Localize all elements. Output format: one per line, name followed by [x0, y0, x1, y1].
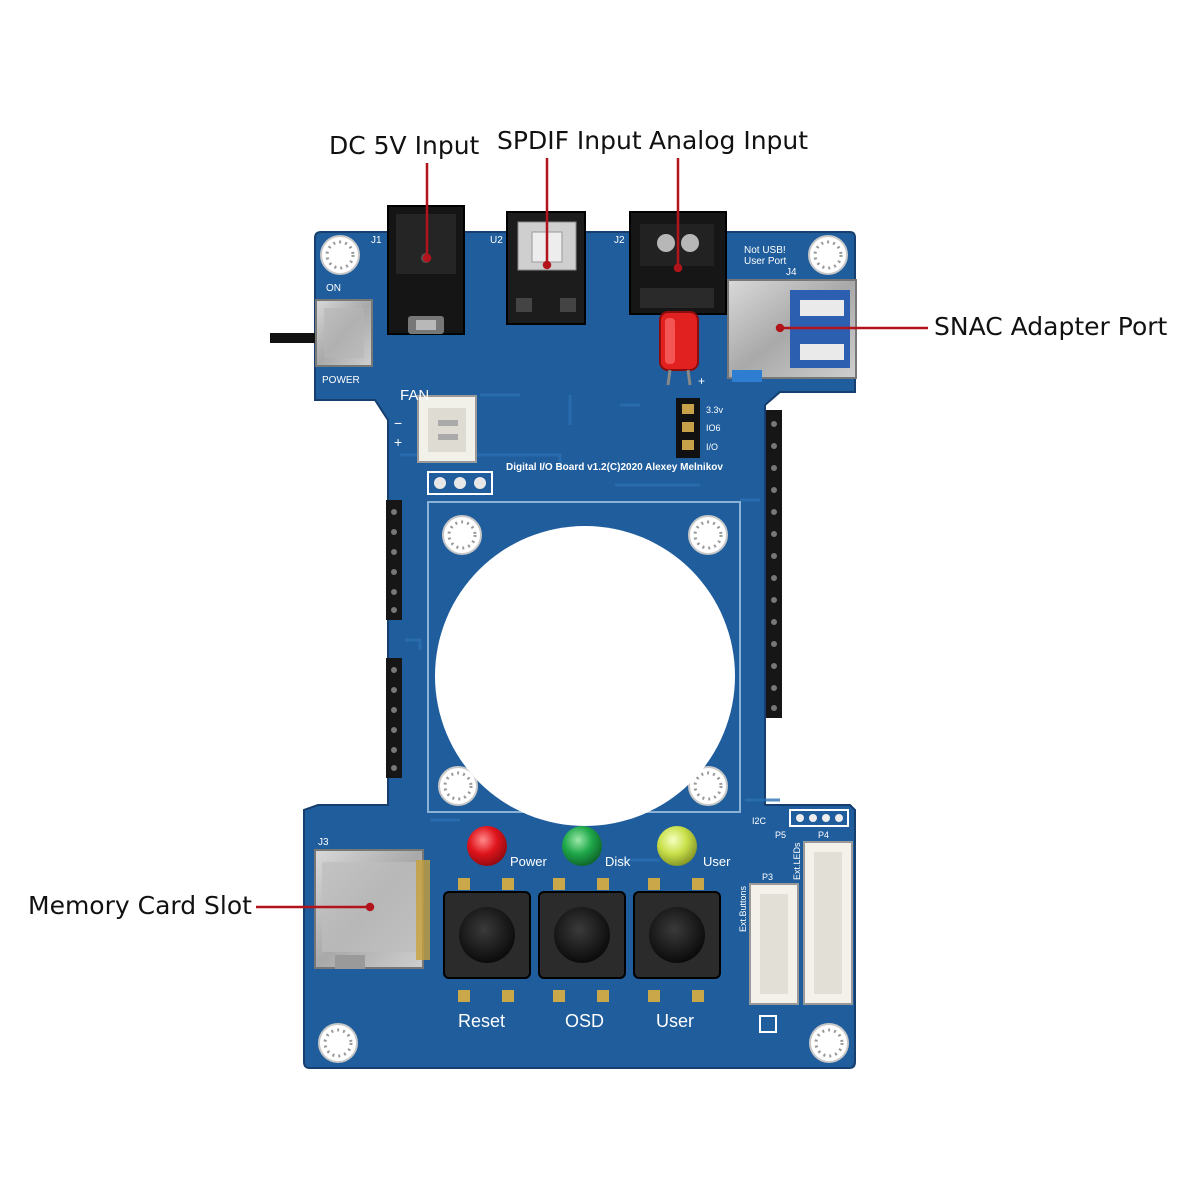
callout-analog-input: Analog Input [649, 126, 809, 155]
label-j3: J3 [318, 837, 329, 848]
label-fan-plus: + [394, 434, 402, 450]
label-33v: 3.3v [706, 405, 724, 415]
pad-square [759, 1015, 777, 1033]
label-io6: IO6 [706, 423, 721, 433]
label-u2: U2 [490, 235, 503, 246]
led-user [657, 826, 697, 866]
ext-buttons-connector [749, 883, 799, 1005]
pin-header-left-lower [386, 658, 402, 778]
label-fan: FAN [400, 387, 429, 404]
label-io: I/O [706, 442, 718, 452]
io6-header [676, 398, 700, 458]
power-led-amber [659, 311, 699, 386]
i2c-header [789, 809, 849, 827]
label-led-user: User [703, 854, 731, 869]
label-ext-buttons: Ext.Buttons [738, 885, 748, 932]
label-btn-osd: OSD [565, 1011, 604, 1031]
label-j4: J4 [786, 267, 797, 278]
mounting-holes [318, 235, 849, 1063]
fan-cutout [435, 526, 735, 826]
board-title: Digital I/O Board v1.2(C)2020 Alexey Mel… [506, 462, 723, 473]
pin-header-left-upper [386, 500, 402, 620]
label-j2: J2 [614, 235, 625, 246]
label-p4: P4 [818, 830, 829, 840]
callout-snac-port: SNAC Adapter Port [934, 312, 1168, 341]
pcb-traces [400, 393, 780, 862]
ext-leds-connector [803, 841, 853, 1005]
label-btn-user: User [656, 1011, 694, 1031]
callout-memory-card: Memory Card Slot [28, 891, 252, 920]
fan-connector [417, 395, 477, 463]
label-not-usb: Not USB! [744, 245, 786, 256]
label-power-switch: POWER [322, 375, 360, 386]
usb-a-port [727, 279, 857, 382]
label-btn-reset: Reset [458, 1011, 505, 1031]
pin-header-right [766, 410, 782, 718]
label-led-plus: + [698, 374, 705, 388]
memory-card-slot [314, 849, 430, 969]
user-button[interactable] [633, 878, 721, 1002]
reset-button[interactable] [443, 878, 531, 1002]
label-j1: J1 [371, 235, 382, 246]
label-user-port: User Port [744, 256, 786, 267]
led-power [467, 826, 507, 866]
label-p5: P5 [775, 830, 786, 840]
osd-button[interactable] [538, 878, 626, 1002]
power-switch [270, 299, 373, 367]
label-on: ON [326, 283, 341, 294]
label-ext-leds: Ext.LEDs [792, 842, 802, 880]
label-fan-minus: − [394, 415, 402, 431]
callout-lines [256, 158, 928, 912]
label-led-power: Power [510, 854, 548, 869]
callout-dc-input: DC 5V Input [329, 131, 480, 160]
label-p3: P3 [762, 872, 773, 882]
header-3pin [427, 471, 493, 495]
label-led-disk: Disk [605, 854, 631, 869]
led-disk [562, 826, 602, 866]
label-i2c: I2C [752, 816, 767, 826]
callout-spdif-input: SPDIF Input [497, 126, 642, 155]
